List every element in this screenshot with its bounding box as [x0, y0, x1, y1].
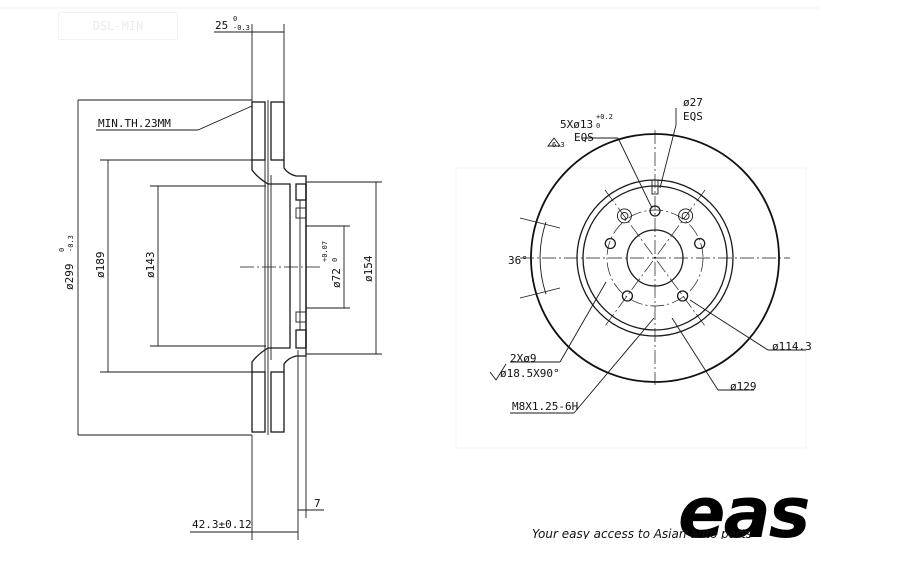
bolt-hole	[649, 205, 661, 217]
bolt-hole	[676, 290, 689, 302]
aux-pcd-label: ø129	[730, 380, 757, 393]
vent-eqs-label: EQS	[683, 110, 703, 123]
vent-slots-label: ø27	[683, 96, 703, 109]
bore-tol-lower: 0	[331, 258, 339, 262]
faded-header-label: DSL-MIN	[58, 12, 178, 40]
roughness-value: 6.3	[552, 141, 565, 149]
thickness-tol-upper: 0	[233, 15, 237, 23]
bolt-hole	[604, 237, 616, 250]
hat-offset-label: 7	[314, 497, 321, 510]
bolt-hole	[694, 237, 706, 250]
section-view	[77, 24, 382, 540]
angle-label: 36°	[508, 254, 528, 267]
aux-holes-label: 2Xø9	[510, 352, 537, 365]
dia-189-label: ø189	[94, 252, 107, 279]
outer-ring-top-right	[270, 101, 285, 161]
center-bore-label: ø72	[330, 268, 343, 288]
outer-tol-lower: -0.3	[67, 235, 75, 252]
outer-ring-bottom-left	[251, 371, 266, 433]
aux-hole	[681, 211, 690, 220]
bolt-holes	[604, 205, 706, 302]
front-view	[489, 108, 806, 414]
bolt-tol-upper: +0.2	[596, 113, 613, 121]
outer-tol-upper: 0	[58, 248, 66, 252]
aux-holes	[616, 208, 694, 224]
aux-hole	[678, 208, 694, 224]
min-thickness-label: MIN.TH.23MM	[98, 117, 171, 130]
pcd-label: ø114.3	[772, 340, 812, 353]
thickness-tol-lower: -0.3	[233, 24, 250, 32]
aux-hole	[620, 211, 629, 220]
thread-label: M8X1.25-6H	[512, 400, 578, 413]
countersink-label: ø18.5X90°	[500, 367, 560, 380]
outer-diameter-label: ø299	[63, 264, 76, 291]
eas-logo: eas	[678, 472, 810, 554]
bolt-holes-label: 5Xø13	[560, 118, 593, 131]
total-height-label: 42.3±0.12	[192, 518, 252, 531]
brand-tagline: Your easy access to Asian auto parts	[532, 528, 752, 539]
dia-143-label: ø143	[144, 252, 157, 279]
bore-tol-upper: +0.07	[321, 241, 329, 262]
thickness-value: 25	[215, 19, 228, 32]
bolt-tol-lower: 0	[596, 122, 600, 130]
hub-diameter-label: ø154	[362, 255, 375, 282]
outer-ring-top-left	[251, 101, 266, 161]
outer-ring-bottom-right	[270, 371, 285, 433]
bolt-eqs-label: EQS	[574, 131, 594, 144]
aux-hole	[616, 208, 632, 224]
bolt-hole	[621, 290, 634, 302]
